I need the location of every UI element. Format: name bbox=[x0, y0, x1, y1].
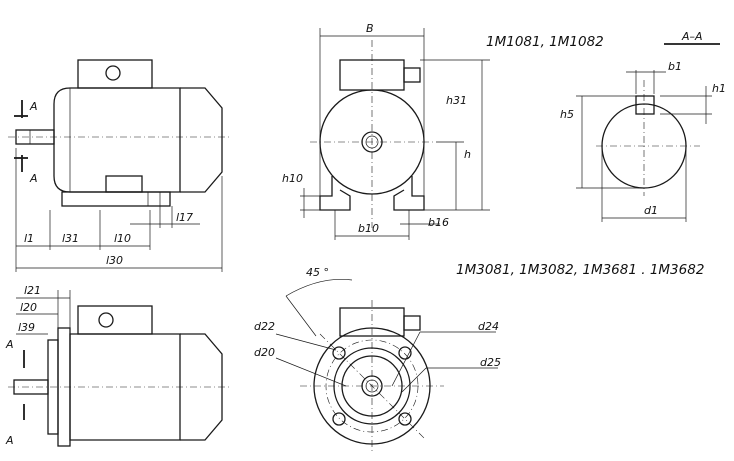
dim-l10: l10 bbox=[114, 232, 131, 245]
mount-hole bbox=[398, 346, 412, 360]
dim-h: h bbox=[464, 148, 471, 161]
dim-l17: l17 bbox=[176, 211, 193, 224]
dim-d1: d1 bbox=[644, 204, 658, 217]
dim-l31: l31 bbox=[62, 232, 79, 245]
dim-d20: d20 bbox=[254, 346, 275, 359]
dim-d25: d25 bbox=[480, 356, 501, 369]
section-a-a: А–А b1 h1 h5 d1 bbox=[560, 30, 726, 222]
dim-h5: h5 bbox=[560, 108, 574, 121]
foot-side-view: А А l1 l31 l10 l17 l30 bbox=[8, 59, 230, 272]
models-flange-label: 1М3081, 1М3082, 1М3681 . 1М3682 bbox=[456, 262, 704, 278]
dim-h31: h31 bbox=[446, 94, 467, 107]
dim-b1: b1 bbox=[668, 60, 682, 73]
flange-front-view: 45 ° d22 d20 d24 d25 bbox=[254, 266, 501, 452]
dim-h1: h1 bbox=[712, 82, 726, 95]
dim-l39: l39 bbox=[18, 321, 35, 334]
terminal-box bbox=[77, 59, 153, 89]
dim-b10: b10 bbox=[358, 222, 379, 235]
dim-l21: l21 bbox=[24, 284, 41, 297]
dim-b16: b16 bbox=[428, 216, 449, 229]
terminal-box bbox=[77, 305, 153, 335]
foot-front-view: B h31 h h10 b10 b16 bbox=[282, 22, 490, 240]
flange-side-view: А А l21 l20 l39 bbox=[5, 284, 230, 447]
section-title: А–А bbox=[681, 30, 703, 43]
section-mark-a-top: А bbox=[29, 100, 38, 113]
mount-hole bbox=[398, 412, 412, 426]
flange-section-mark-a-top: А bbox=[5, 338, 14, 351]
dim-h10: h10 bbox=[282, 172, 303, 185]
key bbox=[635, 95, 655, 115]
dim-d22: d22 bbox=[254, 320, 275, 333]
dim-l1: l1 bbox=[24, 232, 34, 245]
cable-gland-icon bbox=[98, 312, 114, 328]
flange-section-mark-a-bottom: А bbox=[5, 434, 14, 447]
dim-d24: d24 bbox=[478, 320, 499, 333]
dim-l30: l30 bbox=[106, 254, 123, 267]
foot bbox=[61, 191, 171, 207]
angle-45: 45 ° bbox=[306, 266, 329, 279]
dim-B: B bbox=[366, 22, 374, 35]
rear-cover bbox=[180, 87, 223, 193]
dim-l20: l20 bbox=[20, 301, 37, 314]
mount-hole bbox=[332, 346, 346, 360]
shaft bbox=[15, 129, 55, 145]
cable-gland-icon bbox=[105, 65, 121, 81]
models-foot-label: 1М1081, 1М1082 bbox=[486, 34, 604, 50]
mount-hole bbox=[332, 412, 346, 426]
section-mark-a-bottom: А bbox=[29, 172, 38, 185]
